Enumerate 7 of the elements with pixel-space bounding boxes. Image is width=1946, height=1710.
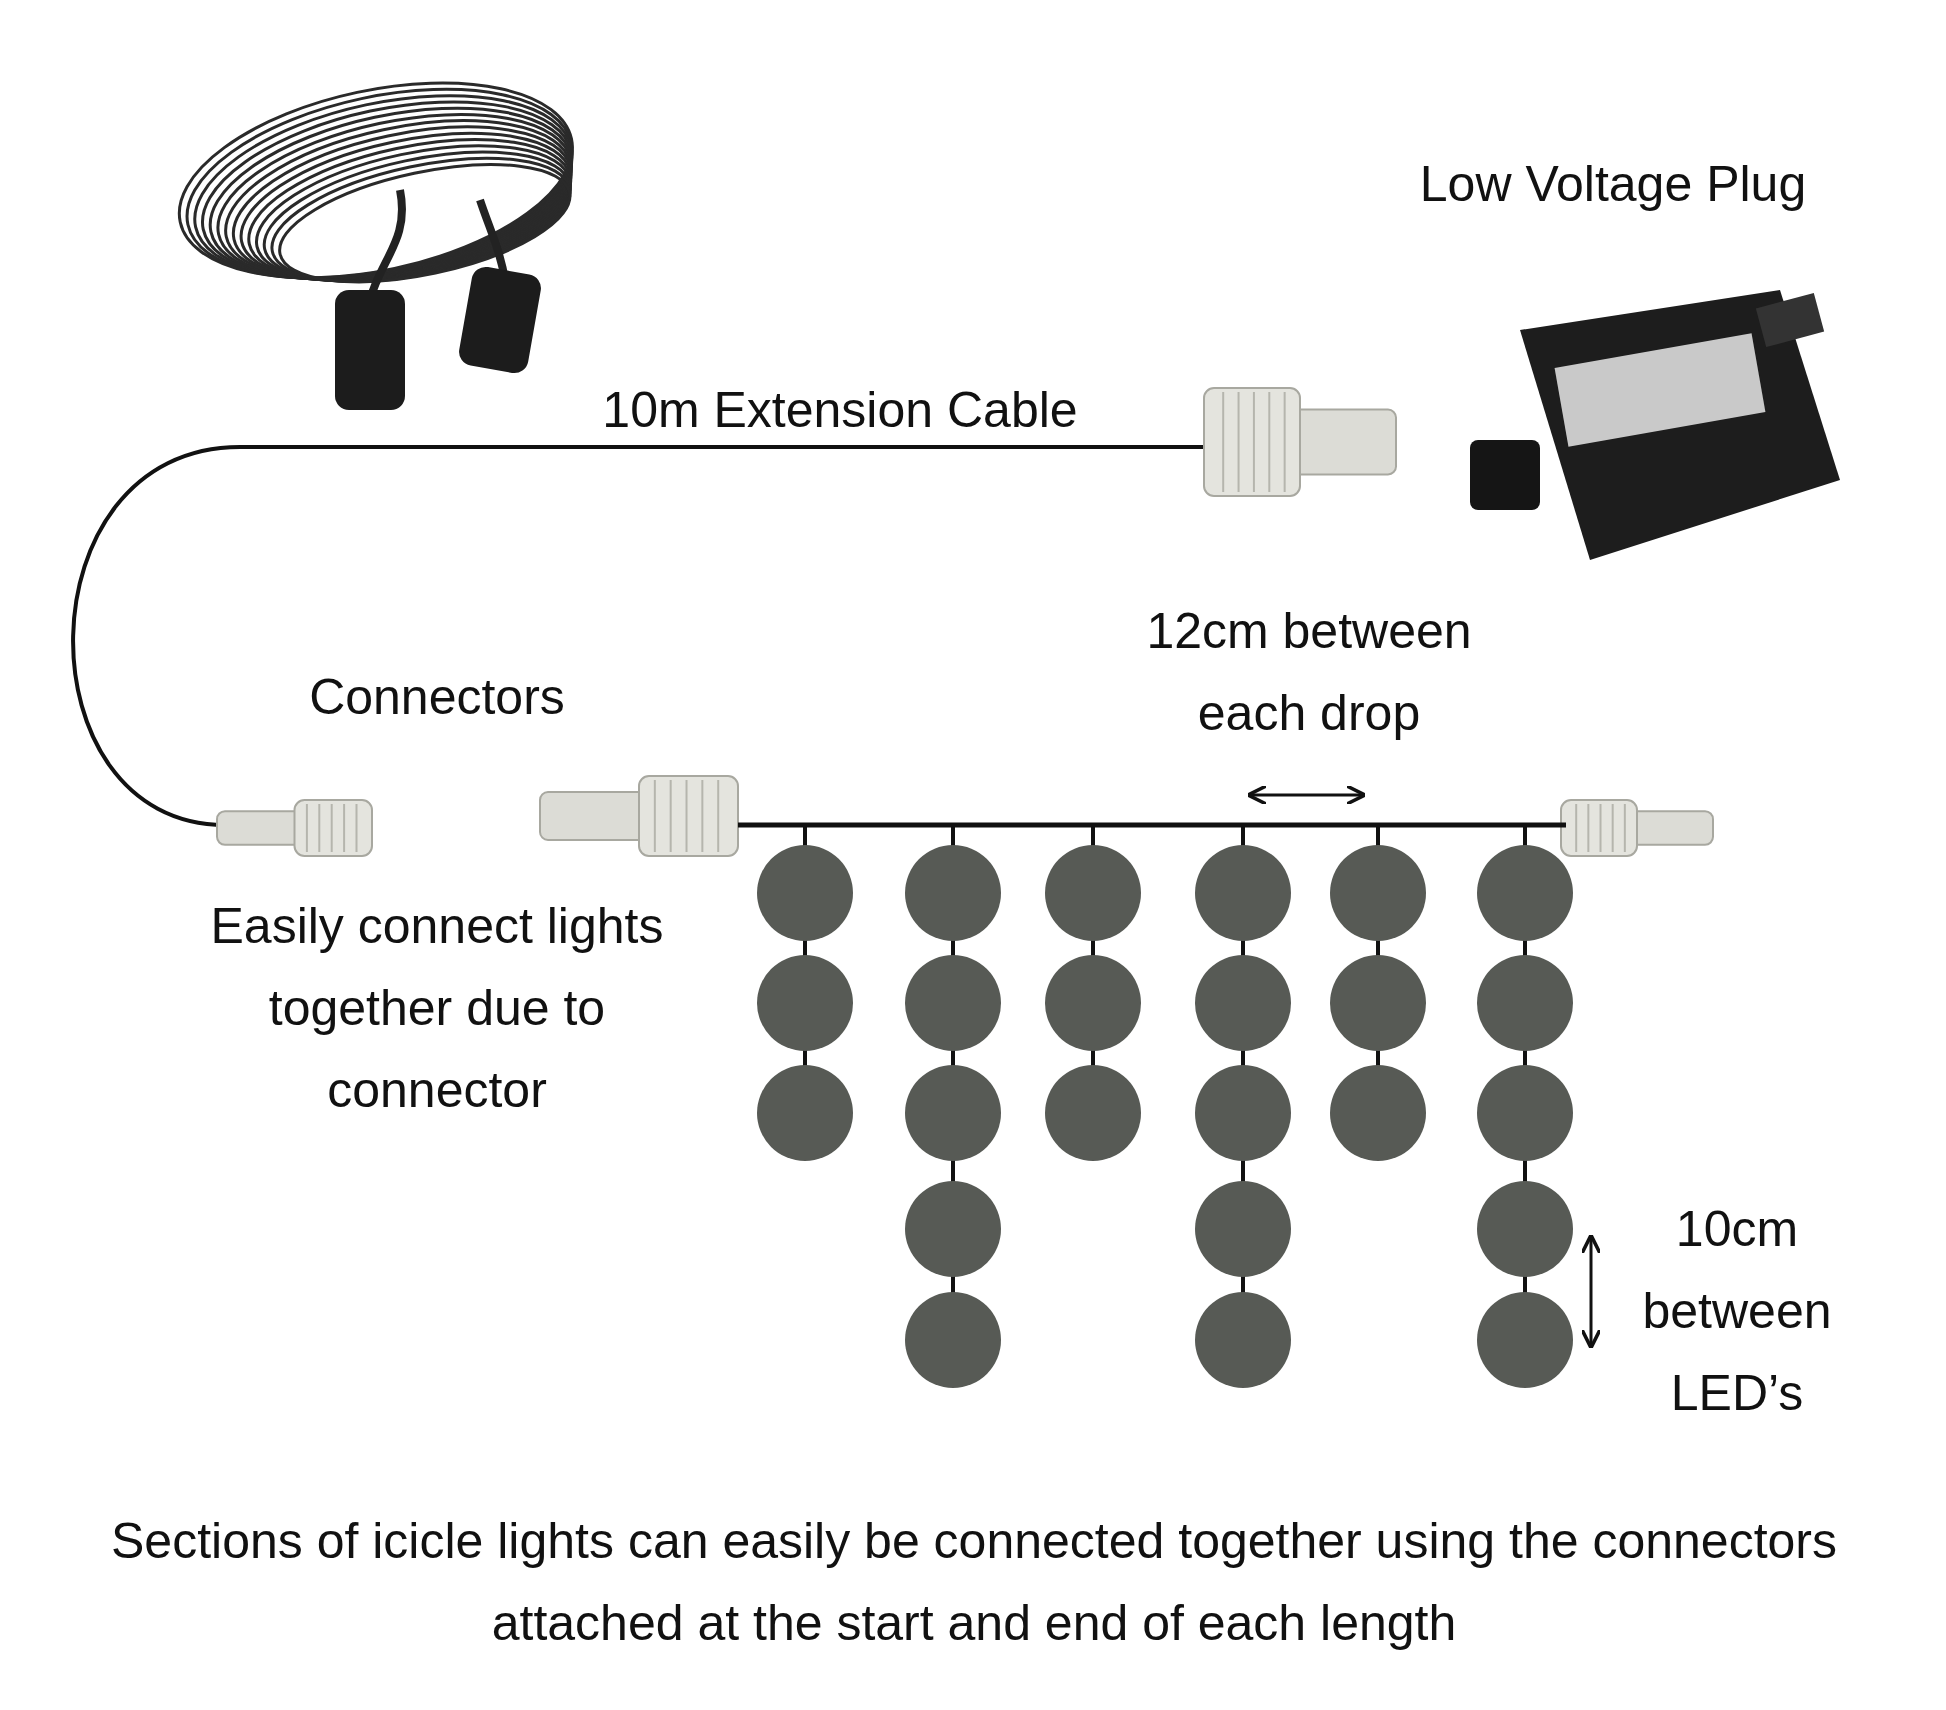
dimension-label: 12cm between each drop	[1145, 602, 1473, 743]
product-label: Low Voltage Plug	[1418, 155, 1808, 214]
product-label: 10m Extension Cable	[601, 381, 1079, 440]
caption-text: Sections of icicle lights can easily be connected together using the connectors attached at the start and end of each length	[110, 1512, 1838, 1653]
note-text: Easily connect lights together due to connector	[209, 897, 665, 1120]
product-label: Connectors	[308, 668, 566, 727]
dimension-label: 10cm between LED’s	[1641, 1200, 1833, 1423]
